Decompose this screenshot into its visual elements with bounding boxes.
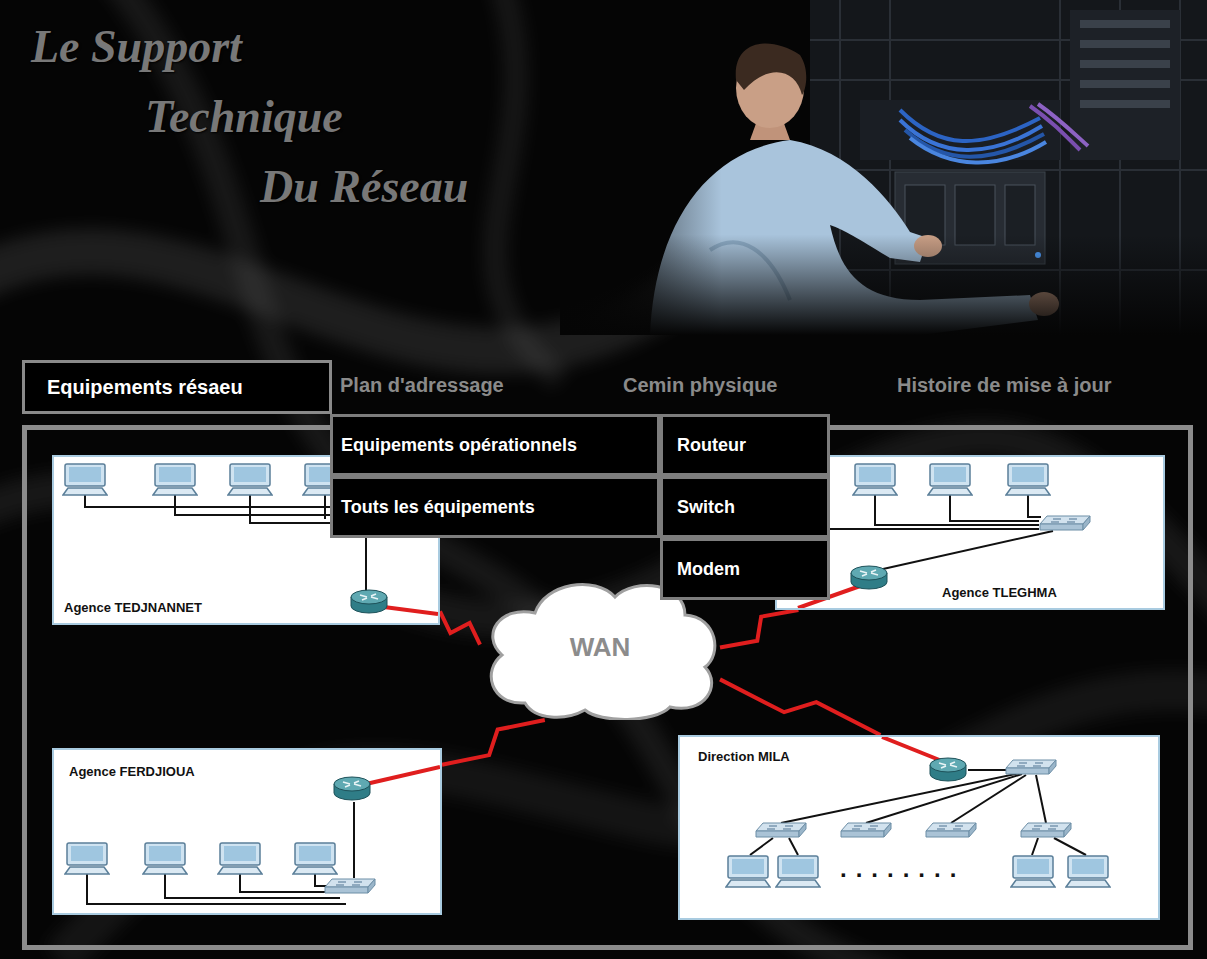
dropdown-item: Touts les équipements: [330, 476, 660, 538]
page-title: Le Support Technique Du Réseau: [31, 21, 468, 212]
site-name: Agence TEDJNANNET: [64, 600, 202, 615]
title-block: Le Support Technique Du Réseau: [30, 12, 505, 222]
direction-box: Direction MILA........: [678, 735, 1160, 920]
site-name: Direction MILA: [698, 749, 790, 764]
technician-photo: [560, 0, 1207, 335]
menu-text: Switch: [677, 497, 735, 518]
site-name: Agence TLEGHMA: [942, 585, 1057, 600]
menu-text: Equipements résaeu: [47, 376, 243, 399]
menu-text: Touts les équipements: [341, 497, 535, 518]
menu-text: Routeur: [677, 435, 746, 456]
wan-link: [440, 611, 480, 644]
site-name: Agence FERDJIOUA: [69, 764, 195, 779]
wan-link: [442, 720, 545, 765]
menu-tab: Cemin physique: [623, 374, 777, 397]
cloud-label: WAN: [570, 632, 631, 663]
menu-text: Modem: [677, 559, 740, 580]
ellipsis-dots: ........: [840, 855, 965, 883]
menu-text: Equipements opérationnels: [341, 435, 577, 456]
submenu-item: Modem: [660, 538, 830, 600]
agency-box: Agence TLEGHMA: [775, 455, 1165, 610]
agency-box: Agence FERDJIOUA: [52, 748, 442, 915]
dropdown-item: Equipements opérationnels: [330, 414, 660, 476]
menu-tab-selected: Equipements résaeu: [22, 360, 332, 414]
submenu-item: Switch: [660, 476, 830, 538]
wan-link: [720, 610, 798, 648]
wan-link: [720, 679, 880, 735]
menu-tab: Plan d'adressage: [340, 374, 504, 397]
submenu-item: Routeur: [660, 414, 830, 476]
menu-tab: Histoire de mise à jour: [897, 374, 1112, 397]
direction-network-drawing: [680, 737, 1158, 918]
